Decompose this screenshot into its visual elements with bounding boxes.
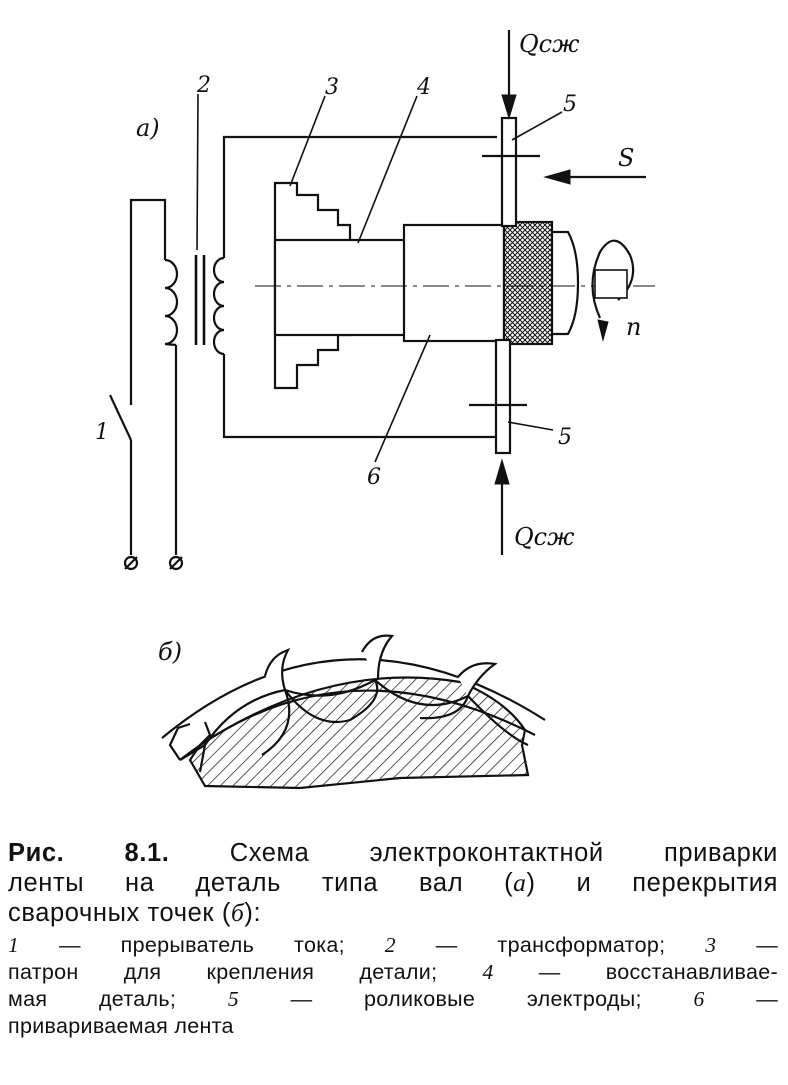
legend-number: 5	[227, 987, 239, 1011]
callout-5-bottom: 5	[558, 425, 572, 450]
caption-italic-b: б	[230, 898, 245, 927]
legend-line-3: мая деталь; 5 — роликовые электроды; 6 —	[8, 986, 778, 1013]
switch-blade	[109, 394, 132, 441]
legend-number: 1	[8, 933, 20, 957]
label-b: б)	[158, 638, 182, 666]
force-label-bottom: Qсж	[514, 523, 575, 551]
terminal-right	[168, 555, 184, 571]
legend-text: — роликовые электроды;	[238, 987, 694, 1011]
primary-coil	[164, 258, 179, 347]
legend-text: мая деталь;	[8, 987, 228, 1011]
shaft-part	[273, 238, 407, 337]
diagram-a	[109, 30, 655, 571]
roller-electrode-bottom	[494, 338, 512, 455]
knurled-ring	[502, 220, 554, 346]
legend-text: привариваемая лента	[8, 1014, 234, 1038]
legend-number: 6	[693, 987, 705, 1011]
roller-electrode-top	[500, 116, 518, 228]
legend-text: — прерыватель тока;	[19, 933, 385, 957]
hatched-substrate	[188, 676, 530, 790]
legend-line-2: патрон для крепления детали; 4 — восстан…	[8, 959, 778, 986]
primary-wire	[129, 198, 167, 555]
caption-text: ):	[244, 899, 262, 927]
callout-4: 4	[416, 75, 431, 100]
legend-text: — восстанавливае-	[493, 960, 778, 984]
legend-line-1: 1 — прерыватель тока; 2 — трансформатор;…	[8, 932, 778, 959]
caption-text: сварочных точек (	[8, 899, 231, 927]
welding-scheme-figure: а) 1 2 3 4 5 5 6 Qсж Qсж S n б)	[95, 30, 655, 790]
callout-5-top: 5	[563, 92, 577, 117]
caption-line-1: Рис. 8.1. Схема электроконтактной привар…	[8, 838, 778, 868]
force-label-top: Qсж	[519, 30, 580, 58]
secondary-wire-top	[222, 135, 497, 258]
legend-text: —	[704, 987, 779, 1011]
callout-6: 6	[367, 465, 381, 490]
weld-spot-3	[374, 679, 470, 720]
legend-number: 2	[384, 933, 396, 957]
caption-text: ) и перекрытия	[526, 869, 779, 897]
secondary-wire-bottom	[222, 354, 497, 439]
legend-text: патрон для крепления детали;	[8, 960, 483, 984]
legend-number: 3	[705, 933, 717, 957]
figure-caption: Рис. 8.1. Схема электроконтактной привар…	[8, 838, 778, 1040]
caption-prefix: Рис. 8.1.	[8, 839, 170, 867]
weld-spot-2	[284, 678, 379, 724]
caption-line-3: сварочных точек (б):	[8, 898, 778, 928]
caption-italic-a: а	[513, 868, 527, 897]
label-a: а)	[136, 114, 160, 142]
caption-line-2: ленты на деталь типа вал (а) и перекрыти…	[8, 868, 778, 898]
rotation-label: n	[626, 313, 641, 341]
shaft-tail	[552, 230, 580, 336]
legend-number: 4	[482, 960, 494, 984]
feed-label: S	[618, 144, 634, 172]
legend-line-4: привариваемая лента	[8, 1013, 778, 1040]
strip-outer	[161, 658, 546, 739]
diagram-b	[161, 634, 546, 790]
callout-3: 3	[325, 75, 339, 100]
caption-text: ленты на деталь типа вал (	[8, 869, 514, 897]
legend-text: —	[716, 933, 779, 957]
secondary-coil	[212, 256, 225, 356]
callout-2: 2	[196, 73, 211, 98]
rotation-arrow	[591, 239, 635, 319]
caption-title-1: Схема электроконтактной приварки	[229, 839, 779, 867]
weld-spot-4	[467, 695, 529, 747]
legend-text: — трансформатор;	[395, 933, 706, 957]
welded-strip	[402, 223, 506, 343]
callout-1: 1	[95, 420, 109, 445]
terminal-left	[123, 555, 139, 571]
